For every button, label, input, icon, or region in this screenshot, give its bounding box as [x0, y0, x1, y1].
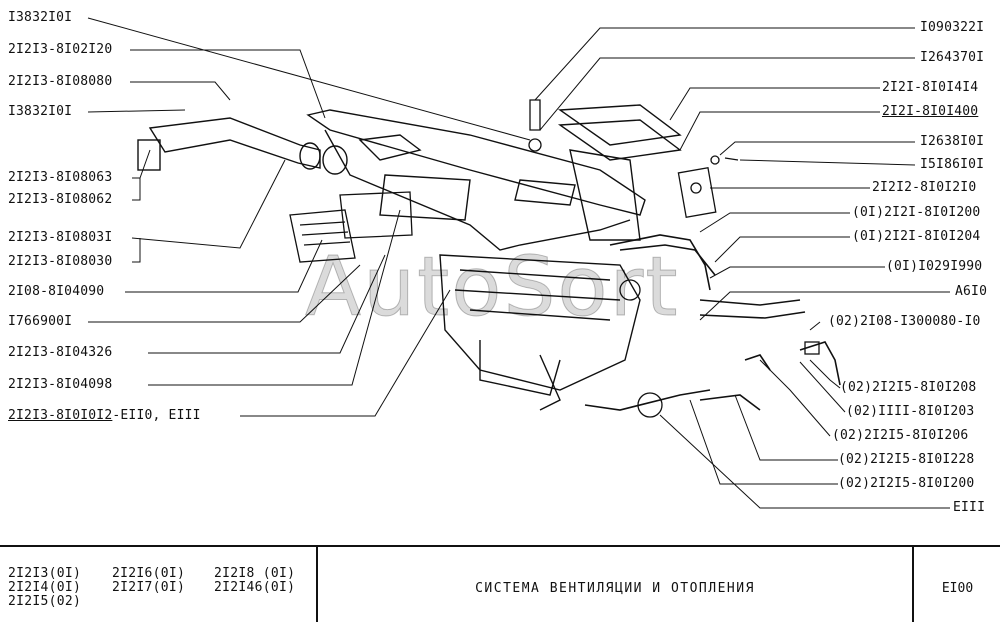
part-label: 2I2I3-8I08063 — [8, 170, 113, 185]
vent-grille — [289, 191, 413, 263]
leader-line — [689, 399, 838, 485]
part-label: 2I08-8I04090 — [8, 284, 105, 299]
leader-line — [739, 159, 916, 166]
part-label: (02)2I2I5-8I0I228 — [838, 452, 975, 467]
variant-note: -EII0, EIII — [112, 408, 201, 423]
part-label: 2I2I3-8I02I20 — [8, 42, 113, 57]
divider — [316, 547, 318, 622]
leader-line — [125, 239, 323, 293]
divider — [912, 547, 914, 622]
part-label: I5I86I0I — [920, 157, 985, 172]
part-label: 2I2I3-8I08030 — [8, 254, 113, 269]
pipe-clips — [619, 279, 820, 418]
leader-line — [759, 359, 831, 437]
part-label: (02)2I2I5-8I0I200 — [838, 476, 975, 491]
part-label: (02)2I08-I300080-I0 — [828, 314, 981, 329]
part-label: (0I)I029I990 — [886, 259, 983, 274]
part-number: 2I2I3-8I0I0I2 — [8, 408, 113, 423]
leader-line — [699, 212, 850, 233]
leader-line — [88, 264, 361, 323]
leader-line — [87, 109, 186, 113]
part-label: (02)2I2I5-8I0I208 — [840, 380, 977, 395]
leader-line — [534, 27, 915, 101]
part-label: 2I2I3-8I04326 — [8, 345, 113, 360]
leader-line — [709, 266, 885, 279]
valve-plate — [528, 99, 739, 219]
leader-line — [132, 238, 141, 263]
leader-line — [799, 361, 846, 413]
part-label: 2I2I2-8I0I2I0 — [872, 180, 977, 195]
leader-line — [714, 236, 850, 263]
leader-line — [699, 291, 950, 321]
leader-line — [87, 17, 531, 141]
part-label: I3832I0I — [8, 104, 73, 119]
part-label-underlined: 2I2I3-8I0I0I2-EII0, EIII — [8, 408, 201, 424]
model-list-col3: 2I2I8 (0I) 2I2I46(0I) — [214, 567, 295, 595]
part-label: (02)IIII-8I0I203 — [846, 404, 975, 419]
leader-line — [734, 394, 838, 461]
leader-line — [240, 289, 451, 417]
part-label: (0I)2I2I-8I0I204 — [852, 229, 981, 244]
part-label: I2638I0I — [920, 134, 985, 149]
coolant-hoses — [584, 234, 841, 411]
model-code: 2I2I7(0I) — [112, 580, 186, 595]
leader-line — [132, 178, 141, 201]
leader-line — [809, 321, 821, 331]
exploded-diagram — [87, 17, 950, 509]
model-code: 2I2I4(0I) — [8, 580, 82, 595]
model-code: 2I2I46(0I) — [214, 580, 296, 595]
part-label: A6I0 — [955, 284, 988, 299]
dashboard-duct — [306, 109, 646, 251]
part-label: I090322I — [920, 20, 985, 35]
leader-line — [148, 254, 386, 354]
part-label: I264370I — [920, 50, 985, 65]
leader-line — [679, 111, 880, 151]
part-label: I3832I0I — [8, 10, 73, 25]
leader-line — [132, 149, 151, 179]
part-label: (0I)2I2I-8I0I200 — [852, 205, 981, 220]
leader-line — [809, 359, 841, 389]
leader-line — [130, 49, 326, 119]
title-block: 2I2I3(0I) 2I2I4(0I) 2I2I5(02) 2I2I6(0I) … — [0, 545, 1000, 622]
part-label: 2I2I3-8I08080 — [8, 74, 113, 89]
heater-box — [439, 254, 641, 411]
leader-line — [659, 414, 950, 509]
part-label: 2I2I3-8I0803I — [8, 230, 113, 245]
leader-line — [669, 87, 880, 121]
part-label: 2I2I3-8I04098 — [8, 377, 113, 392]
leader-line — [719, 141, 915, 156]
sheet-code: EI00 — [941, 581, 974, 596]
air-intake-filter — [557, 104, 682, 241]
model-code: 2I2I8 (0I) — [214, 566, 296, 581]
air-duct-left — [137, 117, 348, 175]
leader-line — [130, 81, 231, 101]
part-label: (02)2I2I5-8I0I206 — [832, 428, 969, 443]
leader-line — [148, 209, 401, 386]
model-code: 2I2I5(02) — [8, 594, 82, 609]
model-list-col1: 2I2I3(0I) 2I2I4(0I) 2I2I5(02) — [8, 567, 81, 609]
leader-line — [131, 159, 286, 249]
leader-line — [539, 57, 915, 131]
part-label: 2I2I3-8I08062 — [8, 192, 113, 207]
part-label: EIII — [953, 500, 986, 515]
part-label-underlined: 2I2I-8I0I400 — [882, 104, 979, 119]
model-code: 2I2I6(0I) — [112, 566, 186, 581]
part-label: I766900I — [8, 314, 73, 329]
model-code: 2I2I3(0I) — [8, 566, 82, 581]
system-title: СИСТЕМА ВЕНТИЛЯЦИИ И ОТОПЛЕНИЯ — [475, 581, 755, 596]
part-label: 2I2I-8I0I4I4 — [882, 80, 979, 95]
model-list-col2: 2I2I6(0I) 2I2I7(0I) — [112, 567, 185, 595]
